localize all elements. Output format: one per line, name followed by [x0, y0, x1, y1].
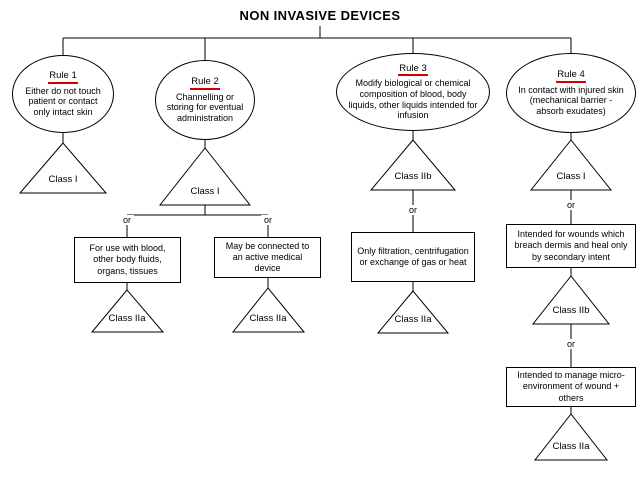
rule3-branch1-condition-text: Only filtration, centrifugation or excha… — [357, 245, 469, 267]
rule4-branch2-or-text: or — [563, 339, 578, 349]
rule3-node: Rule 3 Modify biological or chemical com… — [336, 53, 490, 131]
rule4-name: Rule 4 — [556, 69, 586, 83]
rule3-branch1-or-label: or — [398, 205, 428, 215]
rule2-branch1-class-label: Class IIa — [108, 313, 146, 324]
rule2-node: Rule 2 Channelling or storing for eventu… — [155, 60, 255, 140]
rule1-node: Rule 1 Either do not touch patient or co… — [12, 55, 114, 133]
rule2-branch2-class-triangle — [231, 287, 306, 333]
rule3-name: Rule 3 — [398, 63, 428, 77]
rule2-name: Rule 2 — [190, 76, 220, 90]
rule2-branch1-condition-box: For use with blood, other body fluids, o… — [74, 237, 181, 283]
rule1-class-triangle — [18, 142, 108, 194]
rule2-class-label: Class I — [190, 186, 220, 197]
rule4-branch1-class-triangle — [531, 275, 611, 325]
rule3-class-triangle — [369, 139, 457, 191]
rule4-branch1-or-text: or — [563, 200, 578, 210]
rule4-branch2-class-triangle — [533, 413, 609, 461]
page-title: NON INVASIVE DEVICES — [239, 8, 401, 23]
rule3-class-label: Class IIb — [394, 171, 432, 182]
rule2-branch2-condition-box: May be connected to an active medical de… — [214, 237, 321, 278]
rule3-branch1-class-label: Class IIa — [394, 314, 432, 325]
rule4-branch1-condition-box: Intended for wounds which breach dermis … — [506, 224, 636, 268]
rule4-branch1-condition-text: Intended for wounds which breach dermis … — [514, 229, 628, 262]
rule2-connector-line — [126, 140, 269, 290]
rule2-branch1-or-text: or — [119, 215, 134, 225]
rule2-branch1-class-triangle — [90, 289, 165, 333]
rule2-description: Channelling or storing for eventual admi… — [166, 91, 244, 124]
rule4-branch2-class-label: Class IIa — [552, 441, 590, 452]
rule3-description: Modify biological or chemical compositio… — [348, 78, 478, 121]
rule4-class-label: Class I — [556, 171, 586, 182]
rule3-branch1-or-text: or — [405, 205, 420, 215]
rule4-branch1-class-label: Class IIb — [552, 305, 590, 316]
rule2-branch2-class-label: Class IIa — [249, 313, 287, 324]
rule3-branch1-class-triangle — [376, 290, 450, 334]
rule4-class-triangle — [529, 139, 613, 191]
rule4-description: In contact with injured skin (mechanical… — [518, 84, 624, 117]
rule2-class-triangle — [158, 147, 252, 206]
class-triangles — [18, 139, 613, 461]
rule4-branch2-condition-box: Intended to manage micro-environment of … — [506, 367, 636, 407]
rule1-class-label: Class I — [48, 174, 78, 185]
rule2-branch2-condition-text: May be connected to an active medical de… — [225, 240, 310, 274]
title-connector-line — [62, 26, 572, 60]
rule4-branch2-condition-text: Intended to manage micro-environment of … — [517, 370, 625, 403]
rule4-node: Rule 4 In contact with injured skin (mec… — [506, 53, 636, 133]
rule2-branch1-condition-text: For use with blood, other body fluids, o… — [89, 243, 166, 276]
connector-lines — [62, 26, 572, 414]
rule2-branch2-or-text: or — [260, 215, 275, 225]
rule1-description: Either do not touch patient or contact o… — [25, 85, 101, 118]
rule1-name: Rule 1 — [48, 70, 78, 84]
rule2-branch2-or-label: or — [253, 215, 283, 225]
rule4-branch2-or-label: or — [556, 339, 586, 349]
rule3-branch1-condition-box: Only filtration, centrifugation or excha… — [351, 232, 475, 282]
rule4-branch1-or-label: or — [556, 200, 586, 210]
rule2-branch1-or-label: or — [112, 215, 142, 225]
